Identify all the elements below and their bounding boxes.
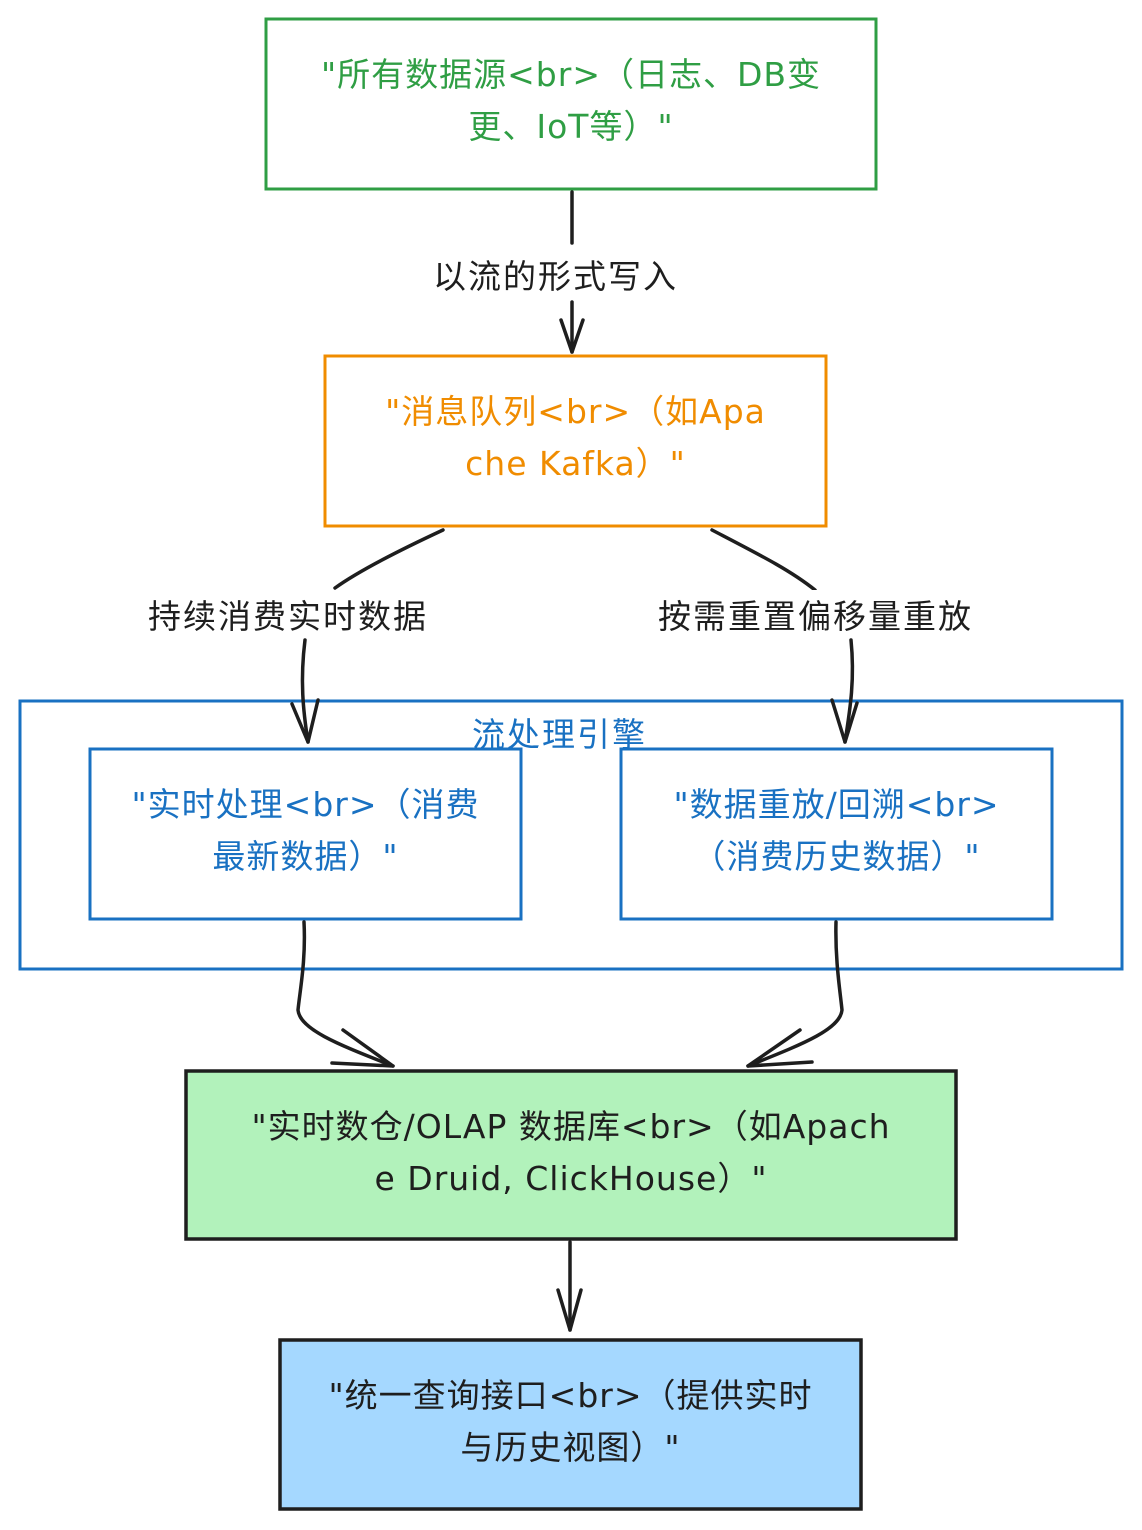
arrowhead-icon (330, 1028, 395, 1068)
arrowhead-icon (746, 1028, 814, 1068)
edge-realtime-to-olap (296, 920, 395, 1068)
node-realtime-frame (88, 747, 523, 921)
node-queue[interactable]: "消息队列<br>（如Apache Kafka）" (325, 356, 826, 526)
edge-replay-to-olap (746, 920, 844, 1068)
arrowhead-icon (830, 698, 859, 744)
node-queue-label: "消息队列<br>（如Apache Kafka）" (385, 392, 766, 483)
edge-queue-to-replay (710, 528, 817, 592)
node-replay-frame (619, 747, 1054, 921)
group-stream-engine-frame (18, 699, 1124, 971)
edge-label-write-stream: 以流的形式写入 (433, 250, 678, 298)
arrowhead-icon (559, 318, 585, 354)
node-olap[interactable]: "实时数仓/OLAP 数据库<br>（如Apache Druid, ClickH… (186, 1071, 956, 1239)
edge-queue-to-realtime-tail (300, 638, 310, 744)
arrowhead-icon (290, 698, 320, 744)
edge-queue-to-realtime (333, 528, 445, 590)
node-sources-label: "所有数据源<br>（日志、DB变更、IoT等）" (320, 55, 822, 146)
node-query-label: "统一查询接口<br>（提供实时与历史视图）" (328, 1376, 813, 1467)
node-queue-frame (323, 354, 828, 528)
node-replay-label: "数据重放/回溯<br>（消费历史数据）" (673, 785, 1000, 876)
node-realtime[interactable]: "实时处理<br>（消费最新数据）" (90, 749, 521, 919)
group-stream-engine-title: 流处理引擎 (472, 715, 647, 754)
arrowhead-icon (556, 1288, 583, 1332)
node-sources[interactable]: "所有数据源<br>（日志、DB变更、IoT等）" (266, 19, 876, 189)
node-query-frame (278, 1338, 863, 1511)
node-olap-frame (184, 1069, 958, 1241)
node-olap-label: "实时数仓/OLAP 数据库<br>（如Apache Druid, ClickH… (251, 1107, 891, 1198)
node-realtime-label: "实时处理<br>（消费最新数据）" (131, 785, 480, 876)
node-sources-frame (264, 17, 878, 191)
node-replay[interactable]: "数据重放/回溯<br>（消费历史数据）" (621, 749, 1052, 919)
node-query[interactable]: "统一查询接口<br>（提供实时与历史视图）" (280, 1340, 861, 1509)
edge-label-consume-realtime: 持续消费实时数据 (148, 590, 428, 638)
edge-label-reset-offset-replay: 按需重置偏移量重放 (658, 590, 973, 638)
